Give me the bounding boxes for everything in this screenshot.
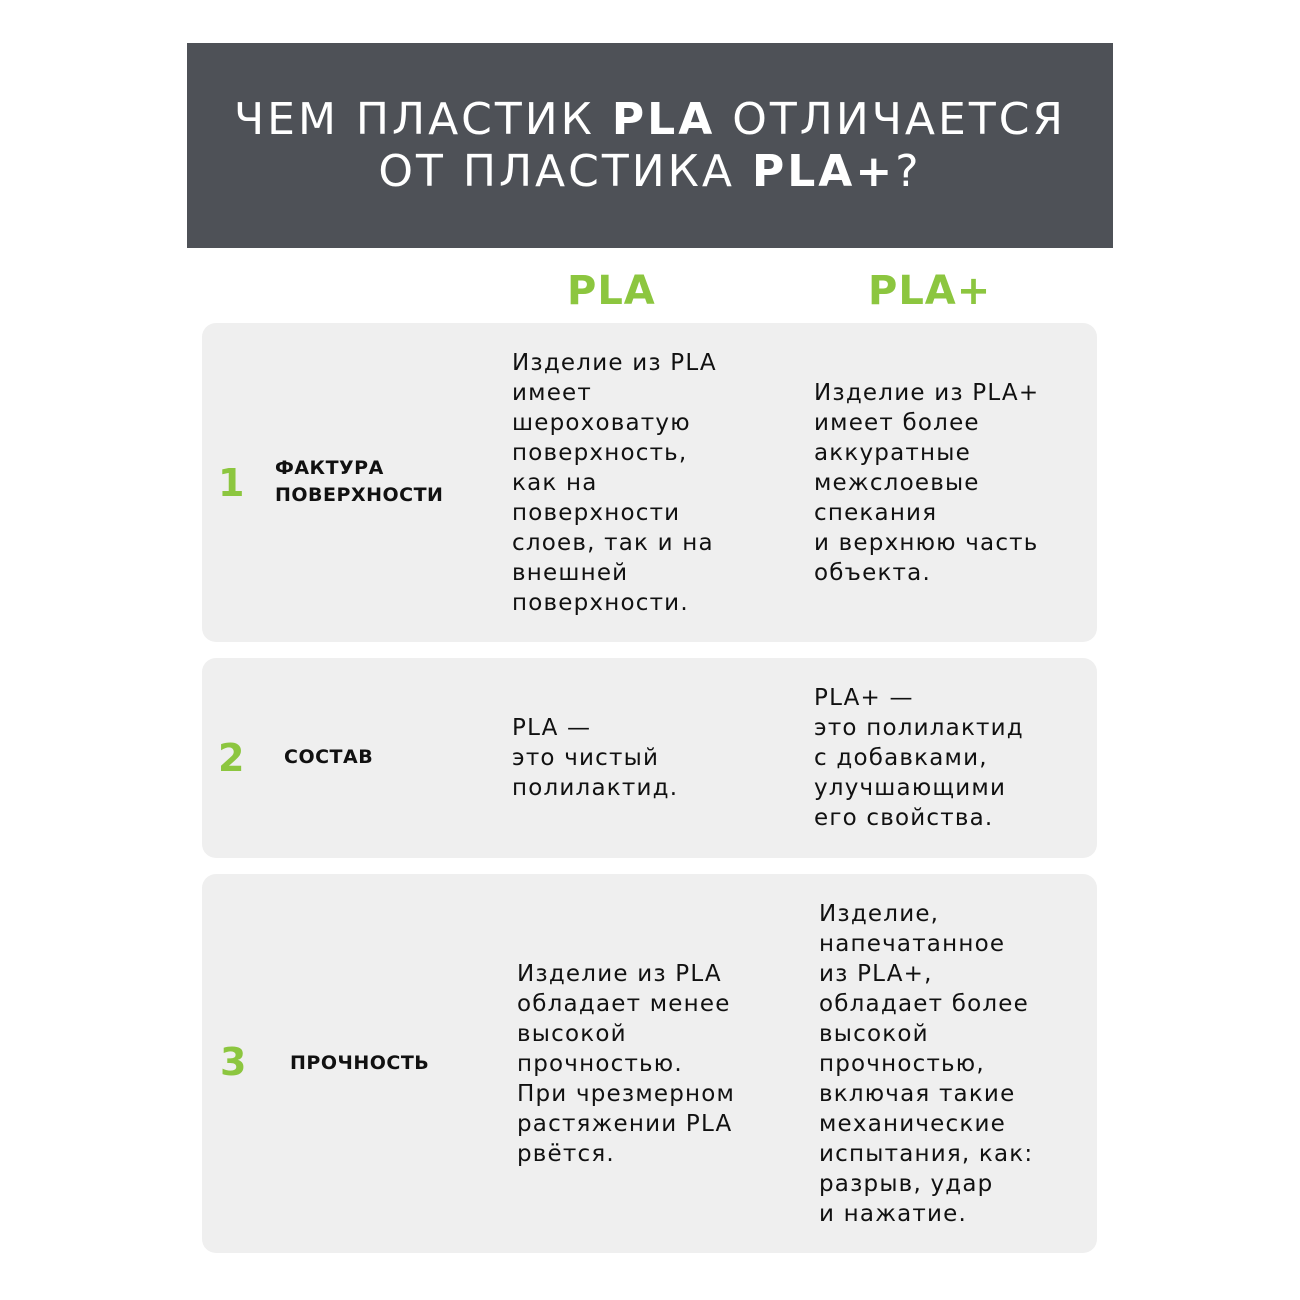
row-label: ФАКТУРА ПОВЕРХНОСТИ	[275, 457, 444, 506]
comparison-row-texture: 1 ФАКТУРА ПОВЕРХНОСТИ Изделие из PLA име…	[202, 323, 1097, 642]
column-header-pla: PLA	[567, 268, 656, 314]
row-label: СОСТАВ	[284, 746, 374, 768]
title-text: ЧЕМ ПЛАСТИК	[233, 93, 612, 145]
pla-plus-description: Изделие из PLA+ имеет более аккуратные м…	[814, 380, 1040, 586]
title-text: ОТ ПЛАСТИКА	[378, 145, 752, 197]
title-bold: PLA	[611, 93, 716, 145]
pla-plus-description: Изделие, напечатанное из PLA+, обладает …	[819, 901, 1034, 1227]
pla-description: PLA — это чистый полилактид.	[512, 715, 679, 801]
row-label: ПРОЧНОСТЬ	[290, 1052, 430, 1074]
column-header-pla-plus: PLA+	[868, 268, 992, 314]
row-number: 3	[220, 1040, 247, 1084]
title-text: ОТЛИЧАЕТСЯ	[715, 93, 1066, 145]
pla-description: Изделие из PLA имеет шероховатую поверхн…	[512, 350, 717, 616]
comparison-row-composition: 2 СОСТАВ PLA — это чистый полилактид. PL…	[202, 658, 1097, 858]
title-text: ?	[895, 145, 922, 197]
row-number: 1	[218, 461, 245, 505]
title-bold: PLA+	[752, 145, 896, 197]
comparison-row-strength: 3 ПРОЧНОСТЬ Изделие из PLA обладает мене…	[202, 874, 1097, 1253]
pla-description: Изделие из PLA обладает менее высокой пр…	[517, 961, 736, 1167]
row-number: 2	[218, 736, 245, 780]
pla-plus-description: PLA+ — это полилактид с добавками, улучш…	[814, 685, 1024, 831]
